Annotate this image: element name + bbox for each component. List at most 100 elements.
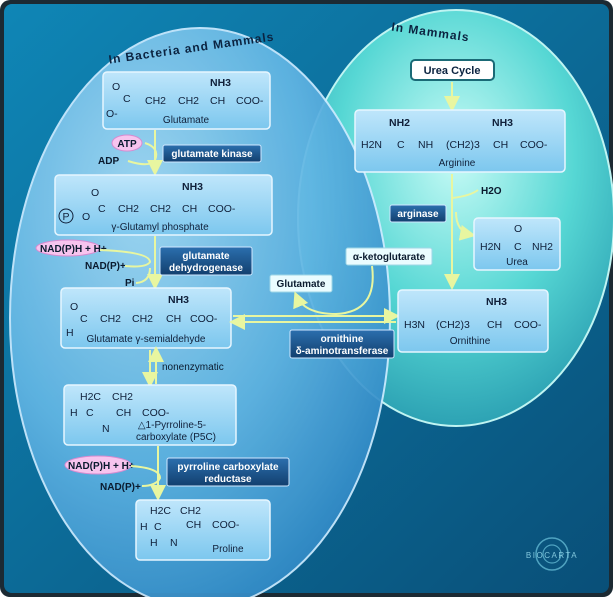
proline-coo-label: COO- <box>212 519 240 531</box>
glutamate-out-box: Glutamate <box>269 274 333 293</box>
glutamate-ch-label: CH <box>210 95 225 107</box>
arginine-molecule: NH2 NH3 H2N C NH (CH2)3 CH COO- Arginine <box>354 109 566 173</box>
orn-nh3-label: NH3 <box>486 296 507 308</box>
nonenzymatic-label: nonenzymatic <box>162 362 224 373</box>
h2o-arrow <box>451 189 479 199</box>
glutamyl-phosphate-box <box>54 174 273 236</box>
glutamate-out-label: Glutamate <box>277 279 326 290</box>
gp-c-label: C <box>98 203 106 215</box>
sa-coo-label: COO- <box>190 313 218 325</box>
urea-molecule: O H2N C NH2 Urea <box>473 217 561 271</box>
oat-label-line2: δ-aminotransferase <box>296 346 389 357</box>
proline-name: Proline <box>212 544 244 555</box>
nadp-label-2: NAD(P)+ <box>100 482 141 493</box>
urea-nh2-label: NH2 <box>532 241 553 253</box>
ornithine-aminotransferase-enzyme: ornithine δ-aminotransferase <box>289 329 395 359</box>
p5c-box <box>63 384 237 446</box>
proline-ch2-label: CH2 <box>180 505 201 517</box>
glutamate-molecule: NH3 O C O- CH2 CH2 CH COO- Glutamate <box>102 71 271 130</box>
p5c-name-line2: carboxylate (P5C) <box>136 432 216 443</box>
sa-ch-label: CH <box>166 313 181 325</box>
glutamate-ch2-label-2: CH2 <box>178 95 199 107</box>
pi-label: Pi <box>125 278 135 289</box>
arginase-label: arginase <box>397 209 439 220</box>
ornithine-molecule: NH3 H3N (CH2)3 CH COO- Ornithine <box>397 289 549 353</box>
adp-label: ADP <box>98 156 119 167</box>
p5c-name-line1: △1-Pyrroline-5- <box>138 420 206 431</box>
oat-label-line1: ornithine <box>321 334 364 345</box>
ornithine-name: Ornithine <box>450 336 491 347</box>
urea-name: Urea <box>506 257 528 268</box>
p5c-h2c-label: H2C <box>80 391 101 403</box>
ornithine-box <box>397 289 549 353</box>
glutamate-name: Glutamate <box>163 115 210 126</box>
sa-h-label: H <box>66 327 74 339</box>
gp-ch2-label-1: CH2 <box>118 203 139 215</box>
alpha-ketoglutarate-box: α-ketoglutarate <box>345 247 433 266</box>
p5c-ch2-label: CH2 <box>112 391 133 403</box>
proline-molecule: H2C CH2 H C CH COO- H N Proline <box>135 499 271 561</box>
proline-h2c-label: H2C <box>150 505 171 517</box>
urea-h2n-label: H2N <box>480 241 501 253</box>
glutamyl-phosphate-name: γ-Glutamyl phosphate <box>111 222 209 233</box>
glutamyl-phosphate-molecule: O NH3 P O C CH2 CH2 CH COO- γ-Glutamyl p… <box>54 174 273 236</box>
sa-ch2-label-1: CH2 <box>100 313 121 325</box>
urea-o-label: O <box>514 223 522 235</box>
proline-h-label-1: H <box>140 521 148 533</box>
pcr-label-line2: reductase <box>204 474 252 485</box>
proline-box <box>135 499 271 561</box>
gp-nh3-label: NH3 <box>182 181 203 193</box>
proline-h-label-2: H <box>150 537 158 549</box>
nadph-pill-1 <box>35 239 101 257</box>
p5c-n-label: N <box>102 423 110 435</box>
proline-ch-label: CH <box>186 519 201 531</box>
gp-ch-label: CH <box>182 203 197 215</box>
arg-nh-label: NH <box>418 139 433 151</box>
nadph-label-2: NAD(P)H + H+ <box>68 461 135 472</box>
gp-ch2-label-2: CH2 <box>150 203 171 215</box>
glutamate-c-label: C <box>123 93 131 105</box>
nadp-label-1: NAD(P)+ <box>85 261 126 272</box>
arg-coo-label: COO- <box>520 139 548 151</box>
proline-c-label: C <box>154 521 162 533</box>
sa-o-label: O <box>70 301 78 313</box>
gp-o-label: O <box>91 187 99 199</box>
orn-ch-label: CH <box>487 319 502 331</box>
alpha-ketoglutarate-label: α-ketoglutarate <box>353 252 426 263</box>
arginine-name: Arginine <box>439 158 476 169</box>
arg-nh3-label: NH3 <box>492 117 513 129</box>
pcr-label-line1: pyrroline carboxylate <box>177 462 279 473</box>
p5c-coo-label: COO- <box>142 407 170 419</box>
nadph-arrow-2 <box>130 465 162 487</box>
glutamate-o-minus-label: O- <box>106 108 118 120</box>
h2o-label: H2O <box>481 186 502 197</box>
p5c-ch-label: CH <box>116 407 131 419</box>
glutamate-dehydrogenase-enzyme: glutamate dehydrogenase <box>159 246 253 276</box>
glutamate-ch2-label-1: CH2 <box>145 95 166 107</box>
gdh-label-line2: dehydrogenase <box>169 263 243 274</box>
akg-to-glutamate-arrow <box>293 265 374 316</box>
nadph-pill-2 <box>64 455 132 475</box>
arg-nh2-label: NH2 <box>389 117 410 129</box>
glutamate-box <box>102 71 271 130</box>
p5c-h-label: H <box>70 407 78 419</box>
semialdehyde-molecule: NH3 O C H CH2 CH2 CH COO- Glutamate γ-se… <box>60 287 232 349</box>
proline-n-label: N <box>170 537 178 549</box>
arg-c-label: C <box>397 139 405 151</box>
arg-ch-label: CH <box>493 139 508 151</box>
to-urea-arrow <box>455 211 476 241</box>
orn-coo-label: COO- <box>514 319 542 331</box>
gp-o2-label: O <box>82 211 90 223</box>
urea-c-label: C <box>514 241 522 253</box>
p5c-c-label: C <box>86 407 94 419</box>
biocarta-watermark: BIOCARTA <box>526 551 578 560</box>
arginine-box <box>354 109 566 173</box>
phosphate-circle <box>58 208 74 224</box>
orn-h3n-label: H3N <box>404 319 425 331</box>
gdh-label-line1: glutamate <box>182 251 230 262</box>
urea-box <box>473 217 561 271</box>
pi-arrow <box>135 267 151 284</box>
gp-p-label: P <box>62 211 69 223</box>
pyrroline-reductase-enzyme: pyrroline carboxylate reductase <box>166 457 290 487</box>
